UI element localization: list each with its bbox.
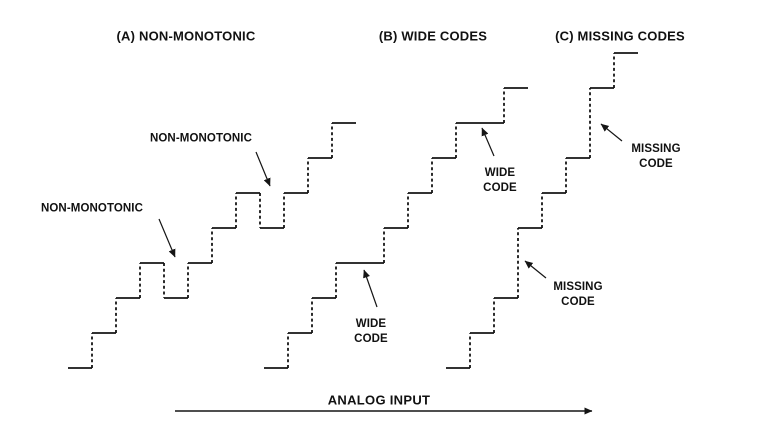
- panel-c-staircase: [446, 52, 638, 369]
- panel-c-title: (C) MISSING CODES: [555, 28, 685, 44]
- panel-b-staircase: [264, 87, 528, 369]
- non-monotonic-label-upper-arrow: [255, 151, 271, 187]
- panel-b-title: (B) WIDE CODES: [378, 28, 488, 44]
- missing-code-label-upper-arrow: [600, 123, 623, 142]
- missing-code-label-lower-arrow: [524, 260, 547, 279]
- wide-code-label-lower-arrow: [363, 269, 378, 308]
- panel-a-title: (A) NON-MONOTONIC: [116, 28, 256, 44]
- non-monotonic-label-lower: NON-MONOTONIC: [40, 202, 144, 215]
- non-monotonic-label-upper: NON-MONOTONIC: [149, 132, 253, 145]
- non-monotonic-label-lower-arrow: [158, 218, 176, 258]
- wide-code-label-upper-arrow: [481, 127, 495, 157]
- panel-a-staircase: [68, 122, 356, 369]
- analog-input-axis-label: ANALOG INPUT: [327, 392, 431, 408]
